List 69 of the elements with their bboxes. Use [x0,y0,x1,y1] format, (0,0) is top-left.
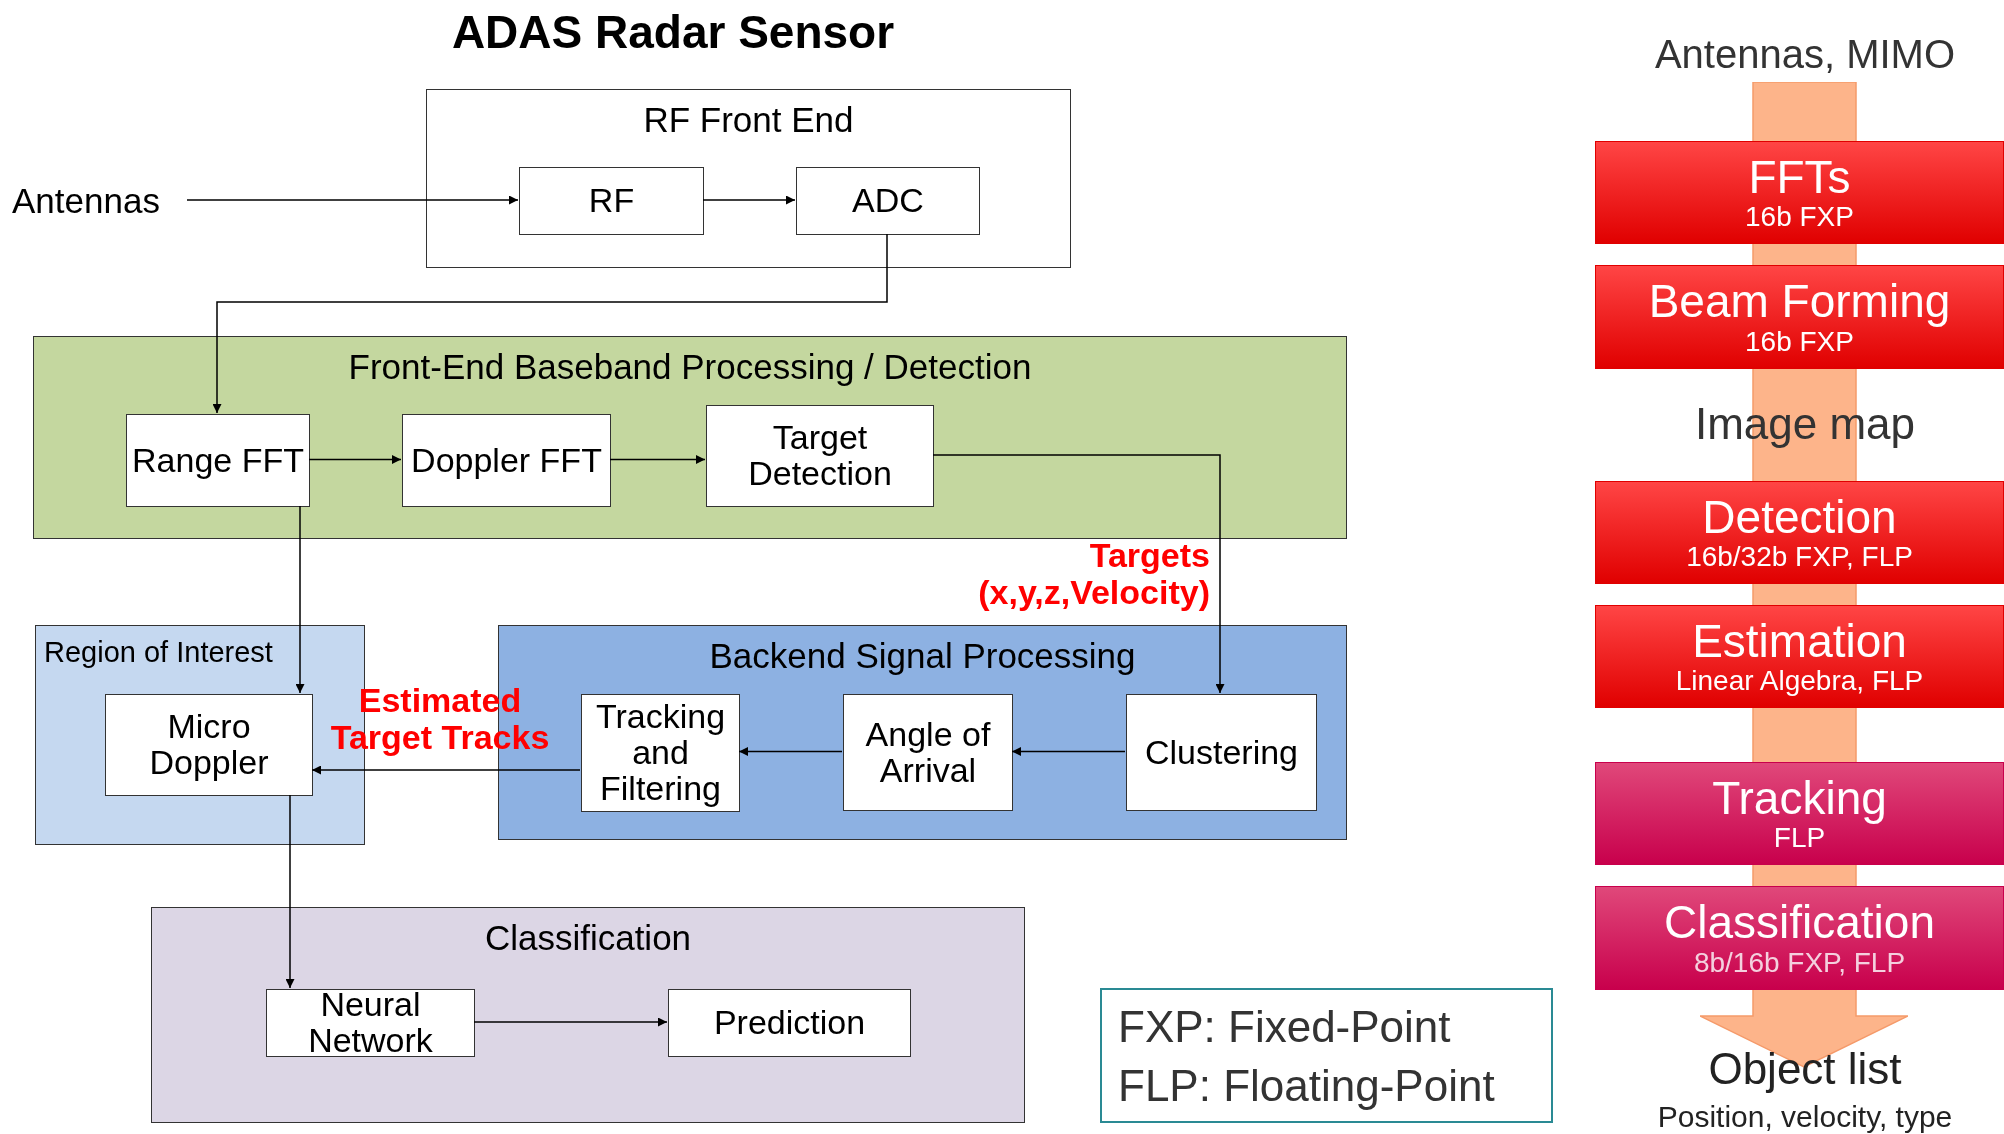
process-box [843,694,1013,811]
group-panel [151,907,1025,1123]
process-box [796,167,980,235]
box-text: Doppler FFT [411,442,602,479]
box-text: Clustering [1144,734,1299,771]
arrow [186,195,519,205]
stage-title: Detection [1702,491,1897,543]
process-box [1126,694,1317,811]
group-panel [426,89,1071,268]
process-box [402,414,611,507]
process-box [519,167,704,235]
stage-title: Classification [1664,897,1935,948]
stage-title: Beam Forming [1648,276,1951,327]
arrow [285,794,295,989]
arrow [702,195,796,205]
arrow [609,455,706,464]
stage-title: Tracking [1712,772,1887,824]
panel-title: Backend Signal Processing [708,638,1137,673]
abbreviation-text: FXP: Fixed-Point [1118,1000,1452,1053]
process-box [581,694,740,812]
arrow [1011,747,1126,756]
arrow [308,455,402,464]
process-box [266,989,475,1057]
stage-title: FFTs [1748,151,1851,203]
abbreviation-box [1100,988,1553,1123]
box-text: Angle of Arrival [864,716,992,789]
stage-bar [1595,762,2004,865]
box-text: Neural Network [307,987,434,1059]
stage-bar [1595,265,2004,369]
box-text: RF [588,183,635,219]
arrow [311,765,581,775]
stage-detail: 16b/32b FXP, FLP [1686,542,1913,574]
stage-detail: 16b FXP [1745,326,1854,358]
stage-bar [1595,141,2004,244]
process-box [668,989,911,1057]
flow-label: Antennas, MIMO [1654,34,1956,74]
box-text: Target Detection [747,420,893,492]
group-panel [33,336,1347,539]
stage-detail: 8b/16b FXP, FLP [1693,947,1906,979]
flow-label: Object list [1708,1047,1902,1091]
arrow [738,747,843,756]
process-box [706,405,934,507]
stage-detail: FLP [1773,823,1826,855]
output-detail: Position, velocity, type [1657,1102,1953,1132]
box-text: ADC [852,183,924,219]
input-label: Antennas [12,182,160,218]
stage-bar [1595,886,2004,990]
panel-title: RF Front End [642,102,855,137]
stage-bar [1595,481,2004,584]
panel-title: Front-End Baseband Processing / Detection [347,349,1033,384]
panel-title: Classification [483,920,693,955]
stage-detail: 16b FXP [1745,202,1854,234]
panel-title: Region of Interest [44,638,273,667]
arrow [932,454,1225,694]
process-box [126,414,310,507]
box-text: Range FFT [132,442,304,479]
box-text: Prediction [713,1005,866,1041]
stage-title: Estimation [1692,615,1907,667]
diagram-title: ADAS Radar Sensor [450,5,896,60]
box-text: Micro Doppler [148,709,270,781]
box-text: Tracking and Filtering [594,699,727,807]
arrow [473,1017,668,1027]
abbreviation-text: FLP: Floating-Point [1118,1059,1496,1112]
arrow [295,505,305,694]
stage-detail: Linear Algebra, FLP [1675,666,1924,698]
process-box [105,694,313,796]
arrow [212,233,888,414]
edge-label: Targets (x,y,z,Velocity) [977,537,1210,612]
stage-bar [1595,605,2004,708]
